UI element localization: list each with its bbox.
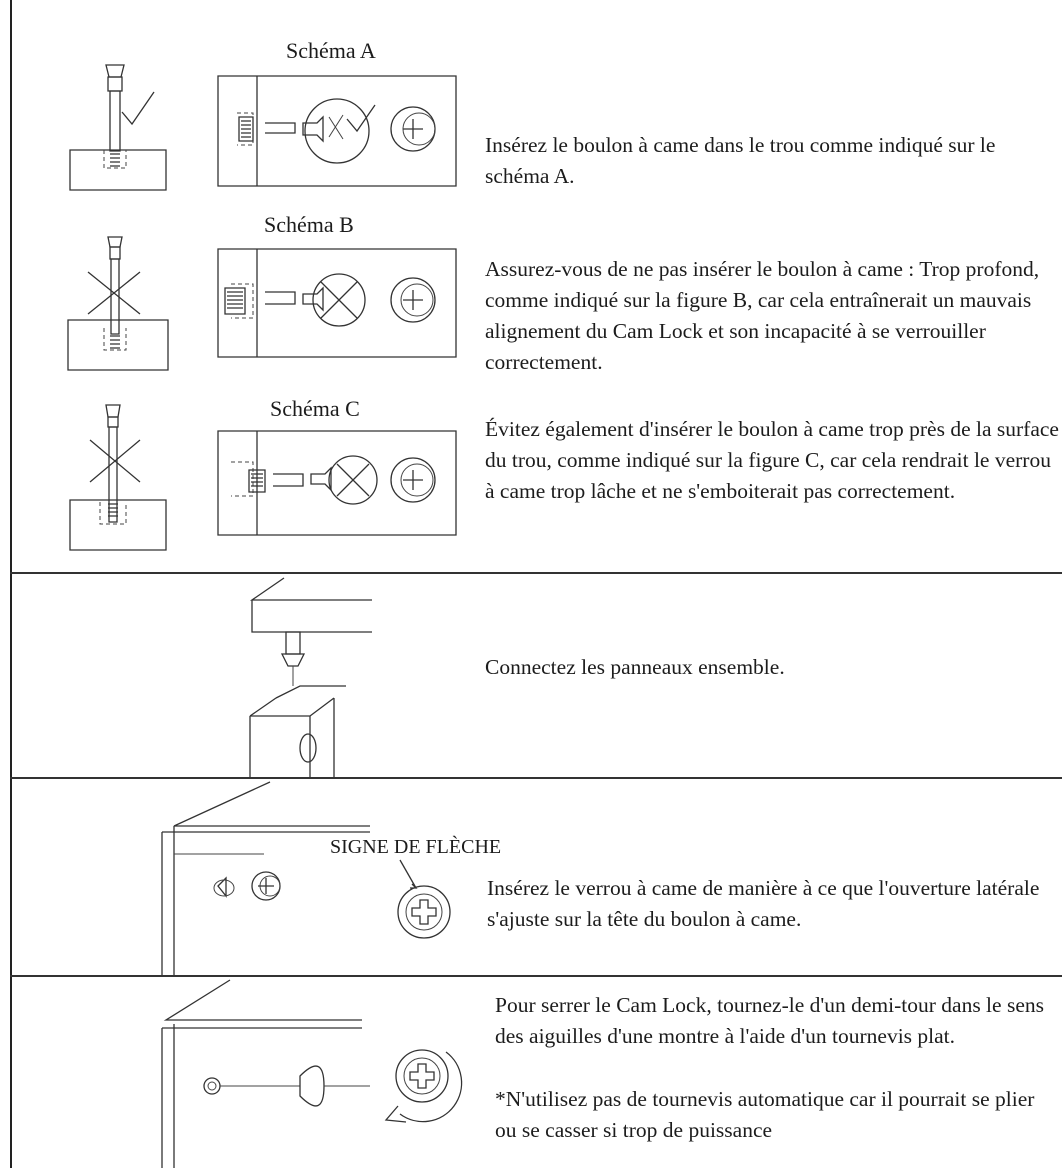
schema-c-label: Schéma C <box>270 396 360 421</box>
section-divider <box>10 975 1062 977</box>
tighten-instruction: Pour serrer le Cam Lock, tournez-le d'un… <box>495 993 1044 1048</box>
cam-lock-tightening-diagram <box>150 980 470 1168</box>
schema-b-instruction: Assurez-vous de ne pas insérer le boulon… <box>485 257 1040 374</box>
schema-a-instruction: Insérez le boulon à came dans le trou co… <box>485 133 996 188</box>
schema-c-instruction: Évitez également d'insérer le boulon à c… <box>485 417 1059 503</box>
schema-a-label: Schéma A <box>286 38 376 63</box>
instruction-sheet <box>10 0 1062 1168</box>
arrow-sign-label: SIGNE DE FLÈCHE <box>330 836 502 858</box>
arrow-sign-icon <box>380 860 460 940</box>
schema-c-diagram <box>217 430 457 536</box>
bolt-in-hole-figure-c <box>60 400 180 555</box>
section-divider <box>10 777 1062 779</box>
schema-b-label: Schéma B <box>264 212 354 237</box>
bolt-in-hole-figure-b <box>60 232 180 382</box>
schema-a-diagram <box>217 75 457 187</box>
cam-lock-insertion-diagram <box>150 782 370 975</box>
cam-lock-instruction: Insérez le verrou à came de manière à ce… <box>487 876 1040 931</box>
schema-b-diagram <box>217 248 457 358</box>
section-divider <box>10 572 1062 574</box>
bolt-in-hole-figure-a <box>60 50 180 195</box>
panel-connection-diagram <box>220 578 370 778</box>
screwdriver-warning: *N'utilisez pas de tournevis automatique… <box>495 1087 1035 1142</box>
connect-panels-instruction: Connectez les panneaux ensemble. <box>485 655 785 679</box>
